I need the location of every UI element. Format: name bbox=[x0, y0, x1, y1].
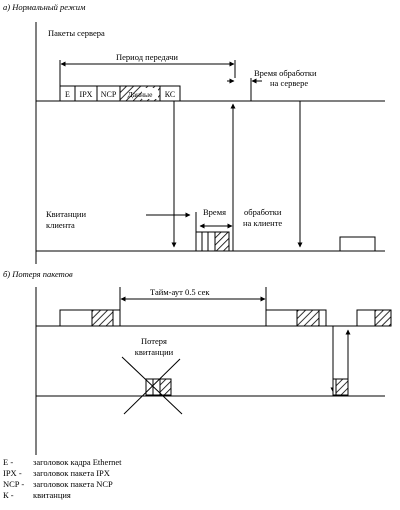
transmission-period-label: Период передачи bbox=[116, 52, 178, 62]
server-processing-time-label: на сервере bbox=[270, 78, 308, 88]
server-packet-retransmit bbox=[265, 309, 327, 327]
client-ack-packet bbox=[332, 378, 349, 396]
server-processing-time-marker bbox=[227, 78, 262, 101]
section-a-title: а) Нормальный режим bbox=[3, 2, 86, 12]
lost-ack-label: квитанции bbox=[135, 347, 174, 357]
legend-key: E - bbox=[3, 457, 13, 467]
section-b-title: б) Потеря пакетов bbox=[3, 269, 73, 279]
packet-segment-data: Данные bbox=[128, 90, 154, 99]
legend-key: IPX - bbox=[3, 468, 22, 478]
packet-segment-checksum: КС bbox=[165, 90, 175, 99]
lost-ack-label: Потеря bbox=[141, 336, 167, 346]
legend-value: заголовок пакета NCP bbox=[33, 479, 113, 489]
client-ack-label: клиента bbox=[46, 220, 75, 230]
client-ack-packet bbox=[339, 236, 376, 252]
client-processing-time-label: на клиенте bbox=[243, 218, 282, 228]
legend-key: К - bbox=[3, 490, 14, 500]
packet-segment-e: E bbox=[65, 90, 70, 99]
legend-value: заголовок кадра Ethernet bbox=[33, 457, 122, 467]
legend-value: заголовок пакета IPX bbox=[33, 468, 110, 478]
server-processing-time-label: Время обработки bbox=[254, 68, 317, 78]
lost-ack-packet bbox=[145, 378, 172, 396]
server-packet bbox=[356, 309, 392, 327]
legend-value: квитанция bbox=[33, 490, 71, 500]
client-processing-time-label: обработки bbox=[244, 207, 282, 217]
lost-ack-cross bbox=[121, 356, 183, 415]
server-packet bbox=[59, 309, 121, 327]
legend: E - заголовок кадра Ethernet IPX - загол… bbox=[3, 457, 122, 500]
legend-key: NCP - bbox=[3, 479, 24, 489]
server-packets-label: Пакеты сервера bbox=[48, 28, 105, 38]
client-processing-time-label: Время bbox=[203, 207, 226, 217]
timeout-label: Тайм-аут 0.5 сек bbox=[150, 287, 210, 297]
client-ack-packet bbox=[195, 231, 230, 252]
packet-segment-ncp: NCP bbox=[101, 90, 117, 99]
packet-segment-ipx: IPX bbox=[80, 90, 93, 99]
server-packet bbox=[59, 85, 181, 102]
client-ack-label: Квитанции bbox=[46, 209, 86, 219]
